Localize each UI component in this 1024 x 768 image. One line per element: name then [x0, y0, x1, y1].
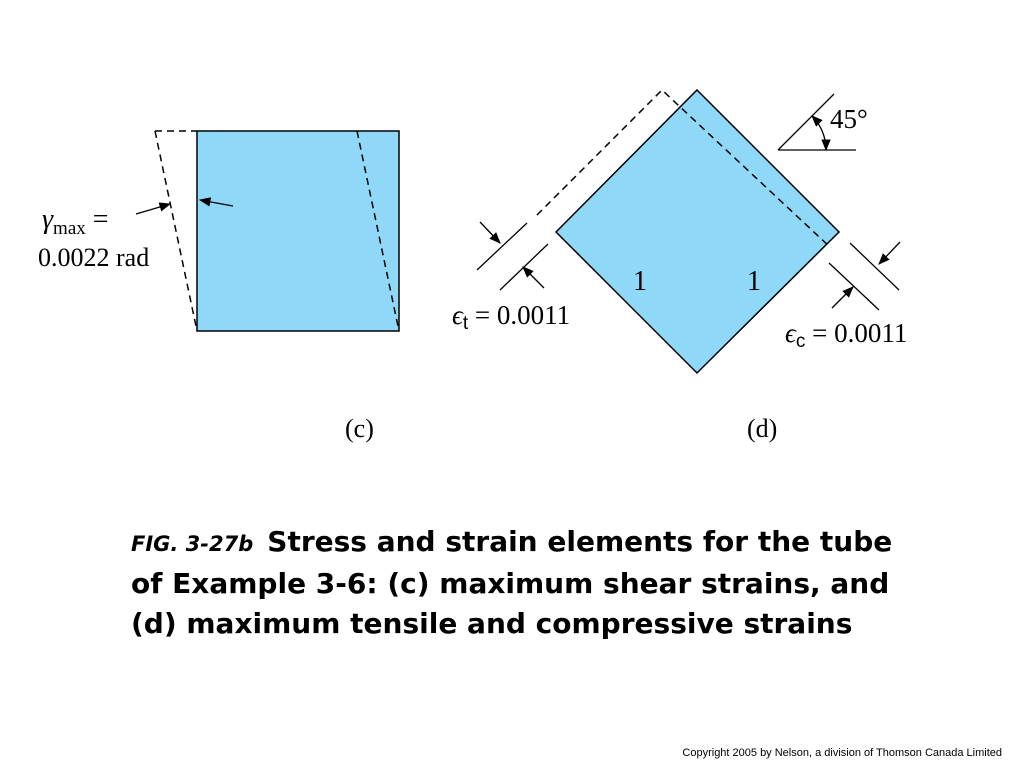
eps-c-value: = 0.0011: [805, 318, 907, 348]
angle-label: 45°: [830, 104, 868, 134]
gamma-max-label: γmax =: [42, 204, 109, 239]
panel-c: γmax = 0.0022 rad (c): [38, 130, 400, 443]
side-label-right: 1: [747, 266, 761, 297]
epsilon-symbol-c: ϵ: [785, 318, 797, 348]
gamma-symbol: γ: [42, 204, 54, 235]
strain-element-diamond: [554, 88, 841, 375]
gamma-subscript: max: [53, 218, 86, 239]
gamma-value: 0.0022 rad: [38, 243, 149, 272]
eps-t-arrow-lower: [522, 266, 545, 289]
angle-reference-inclined: [777, 93, 835, 151]
eps-t-label: ϵt = 0.0011: [452, 300, 570, 334]
shear-element-square: [196, 130, 400, 332]
angle-arc: [811, 115, 831, 152]
panel-c-label: (c): [345, 414, 374, 443]
figure-diagram: γmax = 0.0022 rad (c) 45° ϵt = 0.0011: [38, 88, 907, 443]
deformed-shape-right-edge: [356, 130, 400, 332]
copyright-notice: Copyright 2005 by Nelson, a division of …: [682, 747, 1002, 759]
eps-t-value: = 0.0011: [468, 300, 570, 330]
eps-c-subscript: c: [796, 331, 806, 352]
gamma-arrow-left: [135, 202, 172, 215]
eps-t-extension-line-outer: [476, 222, 528, 271]
eps-c-arrow-upper: [878, 241, 901, 265]
eps-c-label: ϵc = 0.0011: [785, 318, 907, 352]
panel-d-label: (d): [747, 414, 777, 443]
panel-d: 45° ϵt = 0.0011 ϵc = 0.0011 1 1 (d): [452, 88, 907, 443]
eps-c-extension-line-inner: [828, 262, 880, 311]
caption-text: Stress and strain elements for the tube …: [131, 525, 893, 640]
eps-c-extension-line-outer: [849, 242, 900, 291]
gamma-equals: =: [86, 204, 109, 235]
caption-figure-number: FIG. 3-27b: [131, 532, 254, 556]
side-label-left: 1: [633, 266, 647, 297]
epsilon-symbol-t: ϵ: [452, 300, 464, 330]
eps-t-extension-line-inner: [499, 243, 549, 291]
eps-t-subscript: t: [463, 313, 469, 334]
eps-t-arrow-upper: [479, 221, 501, 244]
gamma-arrow-right: [198, 197, 234, 207]
eps-c-arrow-lower: [831, 286, 854, 309]
deformed-shape-left-edge: [154, 130, 198, 332]
